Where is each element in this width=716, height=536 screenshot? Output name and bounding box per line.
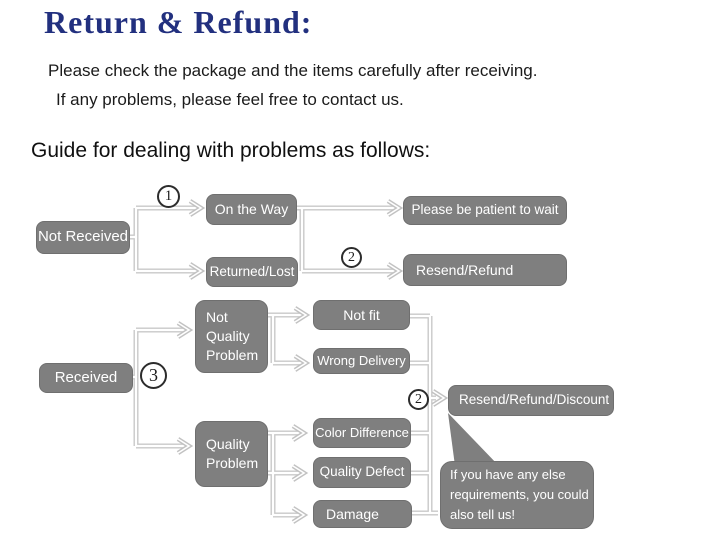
intro-line-1: Please check the package and the items c… xyxy=(48,61,538,80)
step-badge-3: 3 xyxy=(140,362,167,389)
speech-bubble: If you have any else requirements, you c… xyxy=(440,461,594,529)
intro-line-2: If any problems, please feel free to con… xyxy=(56,90,404,109)
guide-heading: Guide for dealing with problems as follo… xyxy=(31,139,431,162)
node-returned-lost: Returned/Lost xyxy=(206,257,298,287)
node-quality-defect: Quality Defect xyxy=(313,457,411,488)
node-on-the-way: On the Way xyxy=(206,194,297,225)
node-resend-refund: Resend/Refund xyxy=(403,254,567,286)
node-resend-refund-discount: Resend/Refund/Discount xyxy=(448,385,614,416)
step-badge-2-top: 2 xyxy=(341,247,362,268)
node-not-received: Not Received xyxy=(36,221,130,254)
node-wrong-delivery: Wrong Delivery xyxy=(313,348,410,374)
node-not-fit: Not fit xyxy=(313,300,410,330)
node-quality-problem: Quality Problem xyxy=(195,421,268,487)
arrowheads xyxy=(176,199,449,524)
page-title: Return & Refund: xyxy=(44,4,313,40)
step-badge-1: 1 xyxy=(157,185,180,208)
node-color-difference: Color Difference xyxy=(313,418,411,448)
node-damage: Damage xyxy=(313,500,412,528)
node-not-quality-problem: Not Quality Problem xyxy=(195,300,268,373)
bubble-tail xyxy=(448,413,499,466)
node-please-be-patient: Please be patient to wait xyxy=(403,196,567,225)
node-received: Received xyxy=(39,363,133,393)
step-badge-2-bottom: 2 xyxy=(408,389,429,410)
